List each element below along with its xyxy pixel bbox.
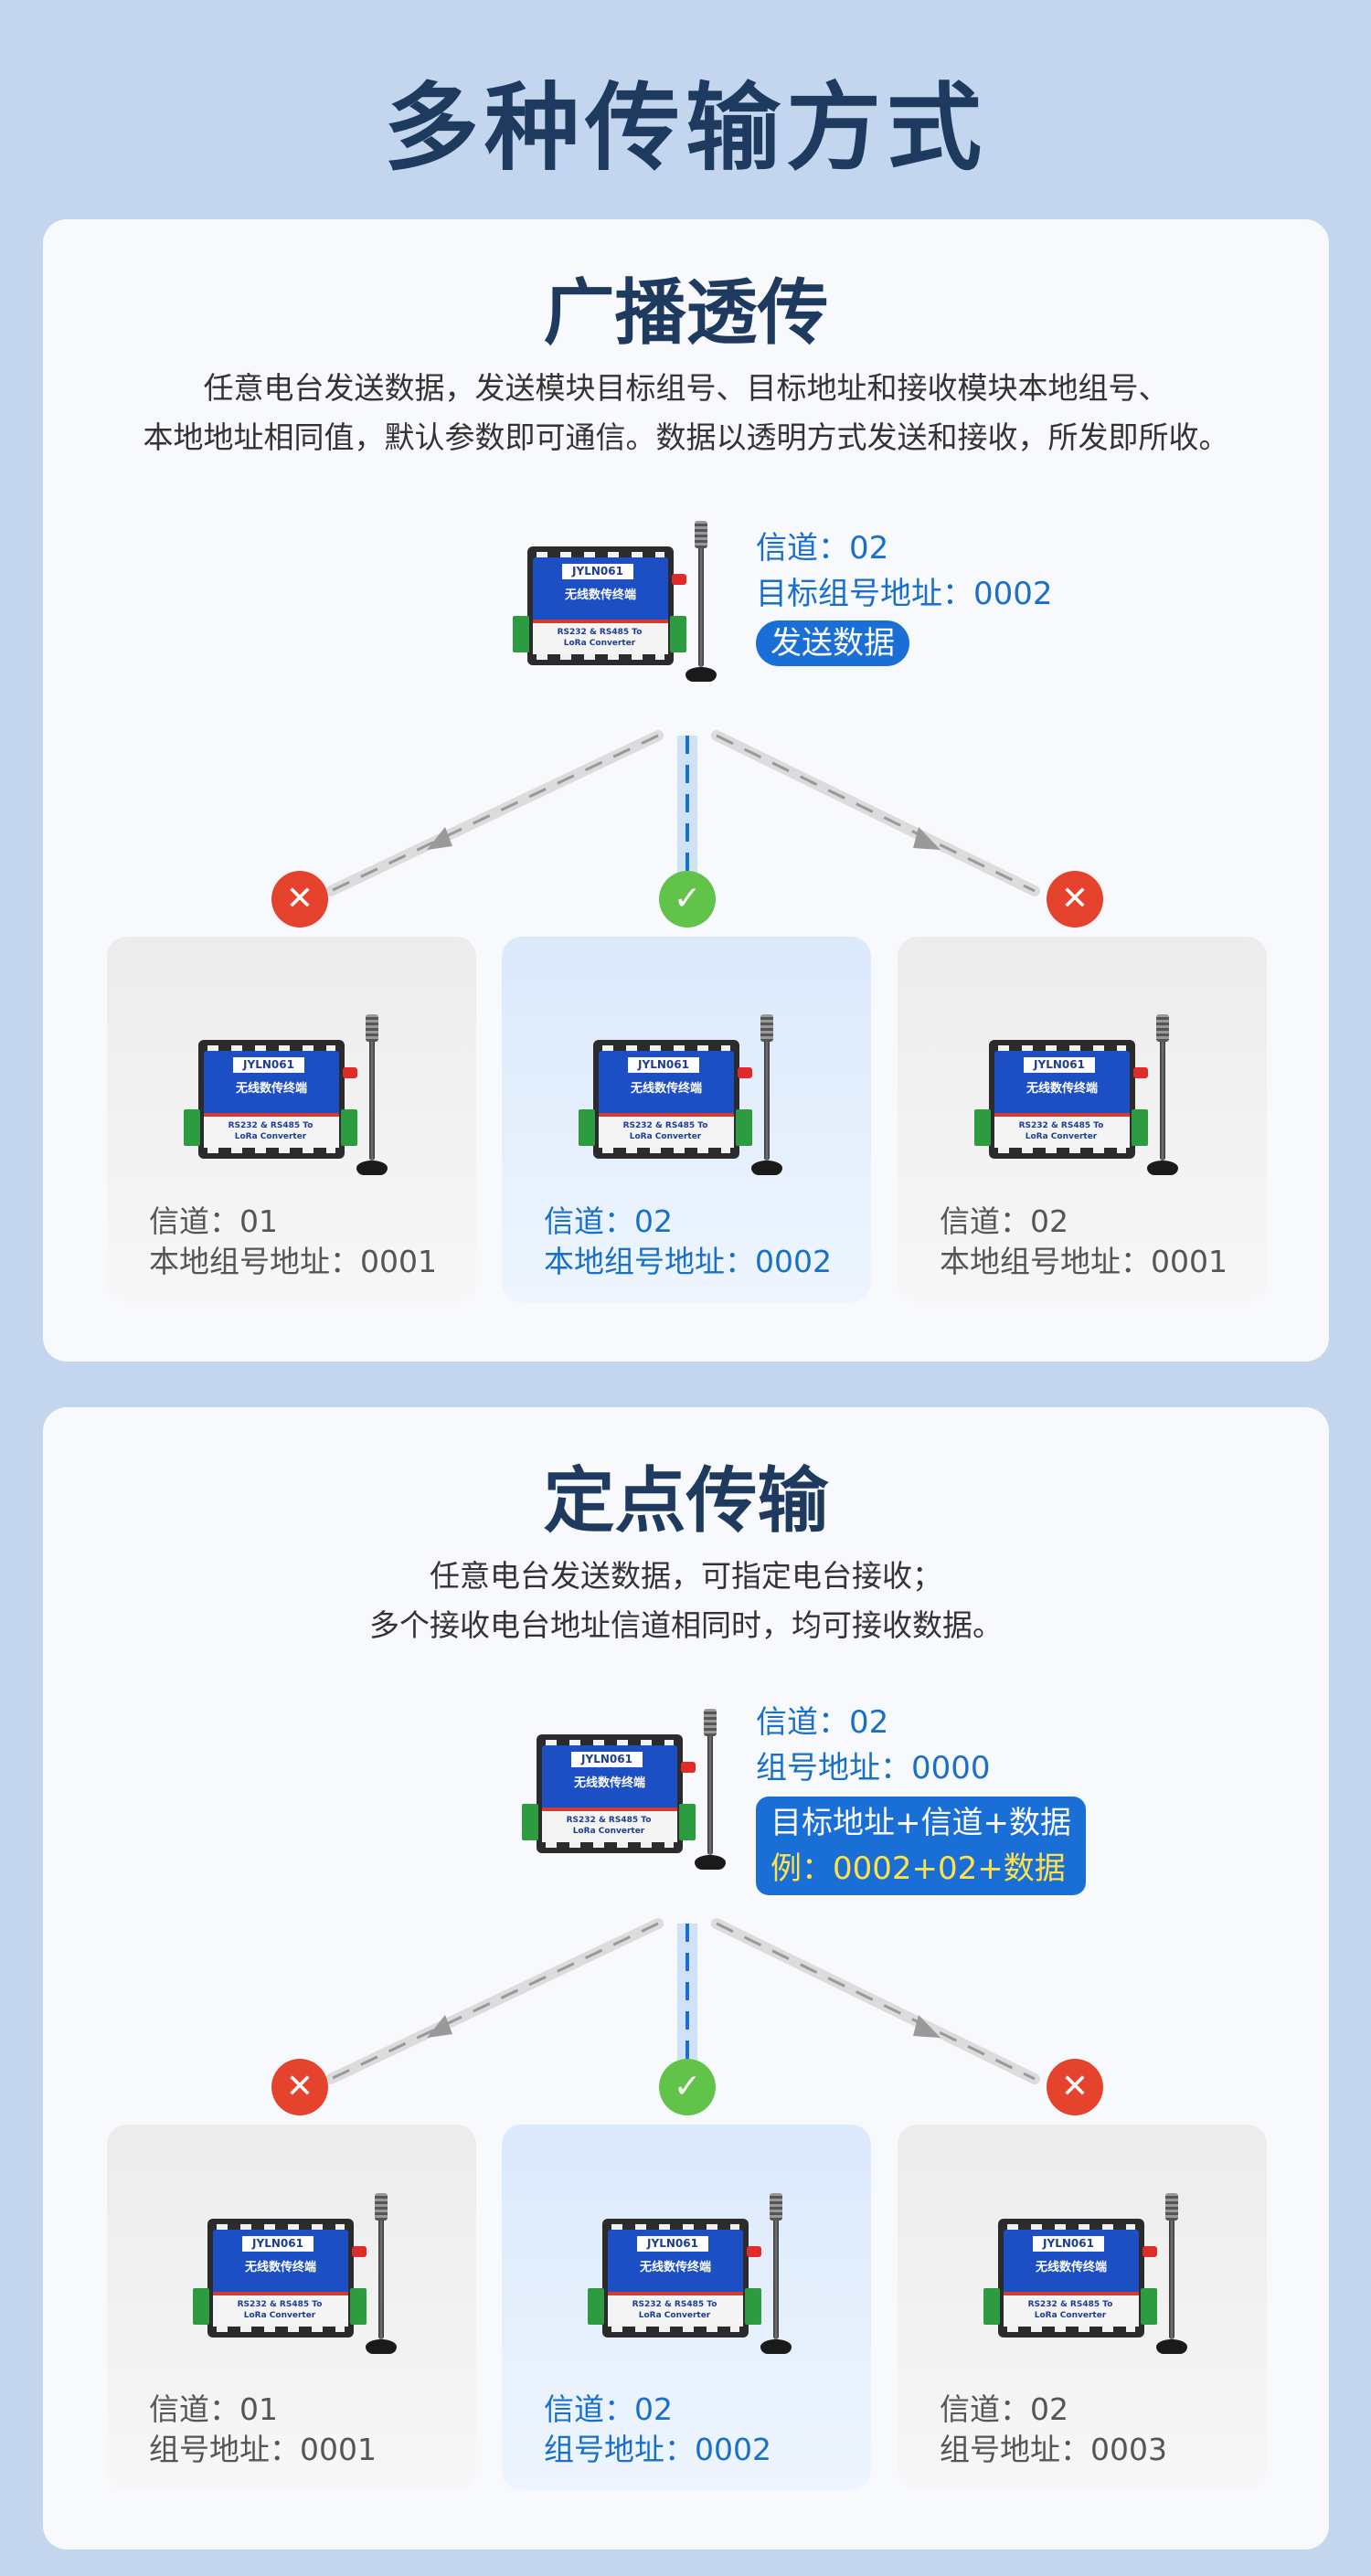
desc-line: 任意电台发送数据，发送模块目标组号、目标地址和接收模块本地组号、: [203, 370, 1169, 406]
desc-line: 多个接收电台地址信道相同时，均可接收数据。: [369, 1607, 1003, 1643]
receiver-address: 组号地址：0002: [544, 2432, 771, 2467]
sender-info: 信道：02 目标组号地址：0002 发送数据: [756, 525, 1053, 666]
success-icon: ✓: [659, 2059, 716, 2115]
antenna-icon: [698, 521, 704, 667]
receiver-address: 本地组号地址：0001: [149, 1244, 437, 1279]
receiver-channel: 信道：02: [940, 1203, 1068, 1239]
antenna-icon: [707, 1709, 713, 1855]
receiver-info: 信道：02 本地组号地址：0002: [544, 1202, 832, 1282]
antenna-icon: [764, 1014, 770, 1161]
arrow-right-head: [913, 827, 941, 850]
receiver-address: 本地组号地址：0002: [544, 1244, 832, 1279]
sender-channel: 信道：02: [756, 530, 889, 567]
arrow-right-dash: [716, 734, 1036, 893]
point-to-point-card: 定点传输 任意电台发送数据，可指定电台接收； 多个接收电台地址信道相同时，均可接…: [43, 1407, 1329, 2549]
arrow-right-dash: [716, 1922, 1036, 2081]
arrow-center-track: [677, 736, 697, 891]
device-label: JYLN061: [562, 564, 633, 579]
antenna-icon: [1169, 2193, 1174, 2339]
receiver-channel: 信道：01: [149, 1203, 278, 1239]
section-description: 任意电台发送数据，可指定电台接收； 多个接收电台地址信道相同时，均可接收数据。: [43, 1552, 1329, 1650]
data-format: 目标地址+信道+数据: [771, 1805, 1071, 1841]
arrow-left-head: [427, 2015, 452, 2038]
transmission-arrows: [325, 1918, 1040, 2084]
sender-info: 信道：02 组号地址：0000 目标地址+信道+数据 例：0002+02+数据: [756, 1700, 1086, 1895]
broadcast-card: 广播透传 任意电台发送数据，发送模块目标组号、目标地址和接收模块本地组号、 本地…: [43, 219, 1329, 1362]
section-title: 广播透传: [543, 272, 829, 355]
transmission-arrows: [325, 730, 1040, 896]
receiver-channel: 信道：02: [544, 1203, 673, 1239]
arrow-right-track: [711, 1918, 1040, 2084]
receiver-info: 信道：01 组号地址：0001: [149, 2390, 377, 2470]
fail-icon: ✕: [1047, 2059, 1103, 2115]
fail-icon: ✕: [1047, 871, 1103, 928]
antenna-icon: [773, 2193, 779, 2339]
arrow-left-track: [325, 1918, 664, 2084]
desc-line: 本地地址相同值，默认参数即可通信。数据以透明方式发送和接收，所发即所收。: [143, 419, 1229, 455]
receiver-address: 本地组号地址：0001: [940, 1244, 1228, 1279]
section-title: 定点传输: [543, 1460, 829, 1542]
receiver-info: 信道：01 本地组号地址：0001: [149, 1202, 437, 1282]
desc-line: 任意电台发送数据，可指定电台接收；: [430, 1558, 942, 1594]
section-description: 任意电台发送数据，发送模块目标组号、目标地址和接收模块本地组号、 本地地址相同值…: [43, 364, 1329, 462]
receiver-info: 信道：02 本地组号地址：0001: [940, 1202, 1228, 1282]
arrow-right-head: [913, 2015, 941, 2038]
data-format-example: 例：0002+02+数据: [771, 1850, 1066, 1887]
receiver-address: 组号地址：0003: [940, 2432, 1167, 2467]
receiver-address: 组号地址：0001: [149, 2432, 377, 2467]
sender-channel: 信道：02: [756, 1704, 889, 1741]
receiver-info: 信道：02 组号地址：0002: [544, 2390, 771, 2470]
receiver-channel: 信道：02: [940, 2391, 1068, 2427]
arrow-left-head: [427, 827, 452, 850]
fail-icon: ✕: [271, 871, 328, 928]
arrow-right-track: [711, 730, 1040, 896]
sender-group-address: 目标组号地址：0002: [756, 576, 1053, 612]
device-name: 无线数传终端: [564, 588, 636, 602]
fail-icon: ✕: [271, 2059, 328, 2115]
sender-group-address: 组号地址：0000: [756, 1750, 991, 1786]
arrow-center-track: [677, 1924, 697, 2079]
data-format-box: 目标地址+信道+数据 例：0002+02+数据: [756, 1797, 1086, 1895]
receiver-channel: 信道：02: [544, 2391, 673, 2427]
receiver-info: 信道：02 组号地址：0003: [940, 2390, 1167, 2470]
antenna-icon: [378, 2193, 384, 2339]
send-data-badge: 发送数据: [756, 620, 909, 666]
arrow-left-track: [325, 730, 664, 896]
success-icon: ✓: [659, 871, 716, 928]
antenna-icon: [369, 1014, 375, 1161]
receiver-channel: 信道：01: [149, 2391, 278, 2427]
antenna-icon: [1160, 1014, 1165, 1161]
page-title: 多种传输方式: [383, 72, 987, 184]
